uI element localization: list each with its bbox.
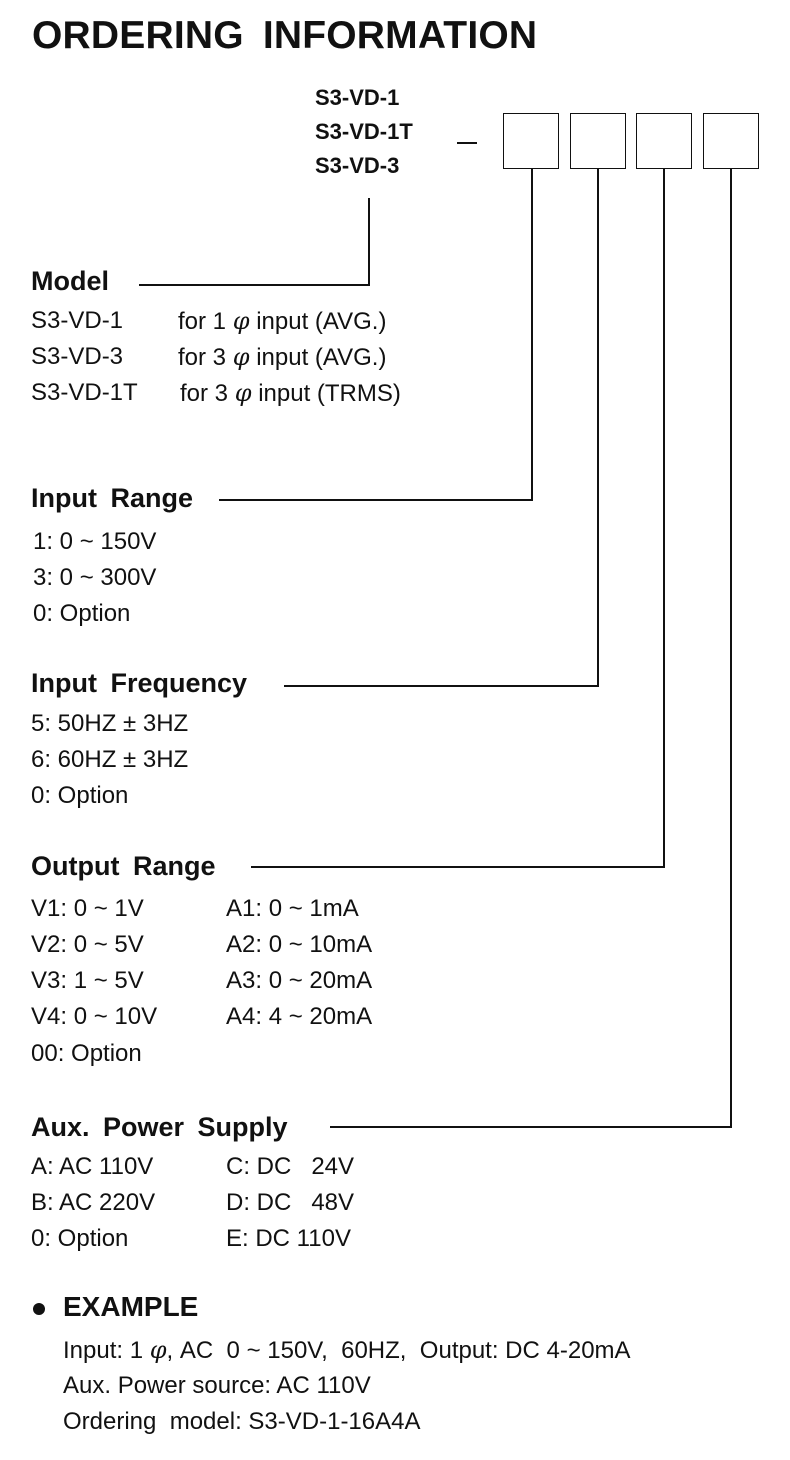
bullet-icon (33, 1303, 45, 1315)
input-range-item: 1: 0 ~ 150V (33, 528, 157, 555)
aux-dc-item: D: DC 48V (226, 1189, 355, 1216)
phi-symbol: φ (232, 307, 250, 335)
output-range-connector-horizontal (251, 866, 665, 868)
input-range-item: 3: 0 ~ 300V (33, 564, 157, 591)
aux-dc-item: C: DC 24V (226, 1153, 355, 1180)
separator-dash (457, 142, 477, 144)
input-frequency-connector-vertical (597, 169, 599, 686)
page-title: ORDERING INFORMATION (32, 14, 538, 57)
input-range-heading: Input Range (31, 483, 193, 513)
output-voltage-item: V1: 0 ~ 1V (31, 895, 144, 922)
phi-symbol: φ (149, 1336, 167, 1364)
output-voltage-item: V4: 0 ~ 10V (31, 1003, 158, 1030)
phi-symbol: φ (232, 343, 250, 371)
model-code-3: S3-VD-3 (315, 153, 400, 178)
input-frequency-item: 0: Option (31, 782, 129, 809)
aux-power-connector-horizontal (330, 1126, 732, 1128)
code-box-input-frequency (570, 113, 626, 169)
aux-dc-item: E: DC 110V (226, 1225, 351, 1252)
output-current-item: A2: 0 ~ 10mA (226, 931, 373, 958)
code-box-aux-power (703, 113, 759, 169)
input-frequency-item: 6: 60HZ ± 3HZ (31, 746, 189, 773)
aux-power-heading: Aux. Power Supply (31, 1112, 288, 1142)
input-frequency-connector-horizontal (284, 685, 599, 687)
input-range-item: 0: Option (33, 600, 131, 627)
output-option-item: 00: Option (31, 1040, 142, 1067)
model-code-2: S3-VD-1T (315, 119, 413, 144)
aux-ac-item: 0: Option (31, 1225, 129, 1252)
input-frequency-item: 5: 50HZ ± 3HZ (31, 710, 189, 737)
output-current-item: A4: 4 ~ 20mA (226, 1003, 373, 1030)
example-aux-line: Aux. Power source: AC 110V (63, 1372, 371, 1399)
output-voltage-item: V3: 1 ~ 5V (31, 967, 144, 994)
input-range-connector-vertical (531, 169, 533, 500)
model-code-s3-vd-3: S3-VD-3 (31, 343, 124, 370)
example-ordering-line: Ordering model: S3-VD-1-16A4A (63, 1408, 421, 1435)
model-connector-vertical (368, 198, 370, 285)
input-range-connector-horizontal (219, 499, 533, 501)
output-range-connector-vertical (663, 169, 665, 867)
aux-ac-item: A: AC 110V (31, 1153, 154, 1180)
model-desc-s3-vd-1t: for 3 φ input (TRMS) (180, 379, 401, 407)
code-box-input-range (503, 113, 559, 169)
input-frequency-heading: Input Frequency (31, 668, 248, 698)
output-voltage-item: V2: 0 ~ 5V (31, 931, 144, 958)
model-connector-horizontal (139, 284, 370, 286)
output-range-heading: Output Range (31, 851, 216, 881)
model-code-s3-vd-1: S3-VD-1 (31, 307, 124, 334)
code-box-output-range (636, 113, 692, 169)
aux-ac-item: B: AC 220V (31, 1189, 156, 1216)
phi-symbol: φ (234, 379, 252, 407)
model-desc-s3-vd-3: for 3 φ input (AVG.) (178, 343, 387, 371)
aux-power-connector-vertical (730, 169, 732, 1127)
output-current-item: A1: 0 ~ 1mA (226, 895, 359, 922)
model-code-s3-vd-1t: S3-VD-1T (31, 379, 138, 406)
example-input-line: Input: 1 φ, AC 0 ~ 150V, 60HZ, Output: D… (63, 1336, 631, 1364)
output-current-item: A3: 0 ~ 20mA (226, 967, 373, 994)
model-desc-s3-vd-1: for 1 φ input (AVG.) (178, 307, 387, 335)
model-heading: Model (31, 266, 109, 296)
example-heading: EXAMPLE (63, 1291, 199, 1322)
model-code-1: S3-VD-1 (315, 85, 400, 110)
